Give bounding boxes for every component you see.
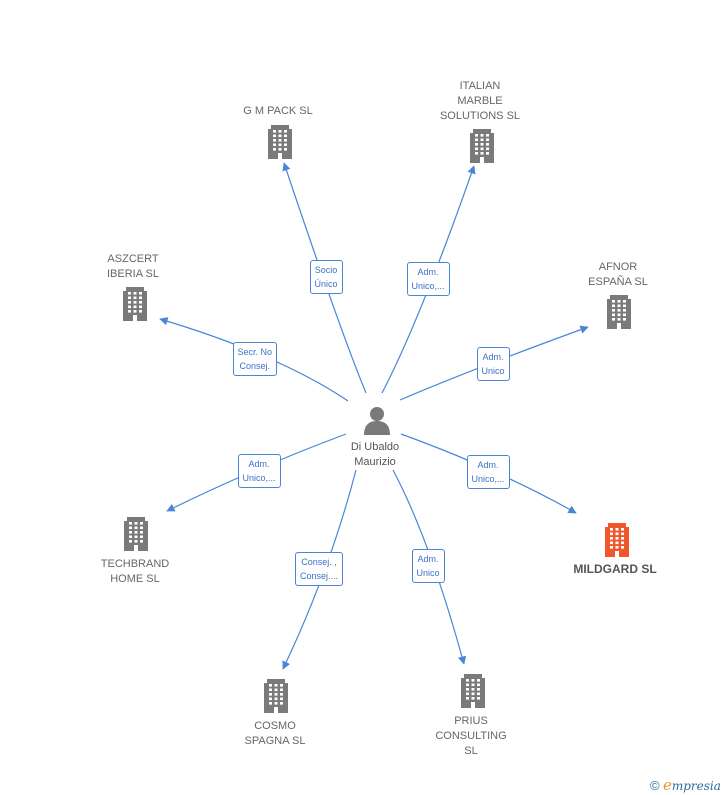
- relation-label-afnor[interactable]: Adm. Unico: [476, 347, 510, 381]
- building-icon[interactable]: [602, 523, 632, 562]
- company-name-techbrand[interactable]: TECHBRAND HOME SL: [100, 558, 170, 585]
- building-icon[interactable]: [467, 129, 497, 168]
- company-name-prius[interactable]: PRIUS CONSULTING SL: [435, 715, 507, 757]
- center-person-name[interactable]: Di Ubaldo Maurizio: [350, 441, 400, 468]
- empresia-logo: empresia: [662, 776, 721, 794]
- footer-brand: © empresia: [650, 776, 721, 794]
- company-name-afnor[interactable]: AFNOR ESPAÑA SL: [588, 261, 648, 288]
- copyright-symbol: ©: [650, 778, 660, 793]
- relation-label-cosmo[interactable]: Consej. , Consej....: [295, 552, 344, 586]
- building-icon[interactable]: [120, 287, 150, 326]
- relation-label-mildgard[interactable]: Adm. Unico,...: [466, 455, 510, 489]
- person-icon: [364, 407, 390, 435]
- relation-label-prius[interactable]: Adm. Unico: [411, 549, 445, 583]
- relation-line-italian-marble: [381, 165, 476, 394]
- building-icon[interactable]: [458, 674, 488, 713]
- building-icon[interactable]: [261, 679, 291, 718]
- company-name-gm-pack[interactable]: G M PACK SL: [243, 105, 313, 117]
- building-icon[interactable]: [604, 295, 634, 334]
- relation-label-italian-marble[interactable]: Adm. Unico,...: [406, 262, 450, 296]
- company-name-cosmo[interactable]: COSMO SPAGNA SL: [244, 720, 306, 747]
- company-name-aszcert[interactable]: ASZCERT IBERIA SL: [107, 253, 159, 280]
- relation-label-techbrand[interactable]: Adm. Unico,...: [237, 454, 281, 488]
- relation-label-gm-pack[interactable]: Socio Único: [309, 260, 343, 294]
- building-icon[interactable]: [265, 125, 295, 164]
- company-name-italian-marble[interactable]: ITALIAN MARBLE SOLUTIONS SL: [439, 80, 521, 122]
- company-name-mildgard[interactable]: MILDGARD SL: [573, 562, 657, 576]
- relation-line-gm-pack: [282, 162, 367, 394]
- relation-label-aszcert[interactable]: Secr. No Consej.: [232, 342, 278, 376]
- building-icon[interactable]: [121, 517, 151, 556]
